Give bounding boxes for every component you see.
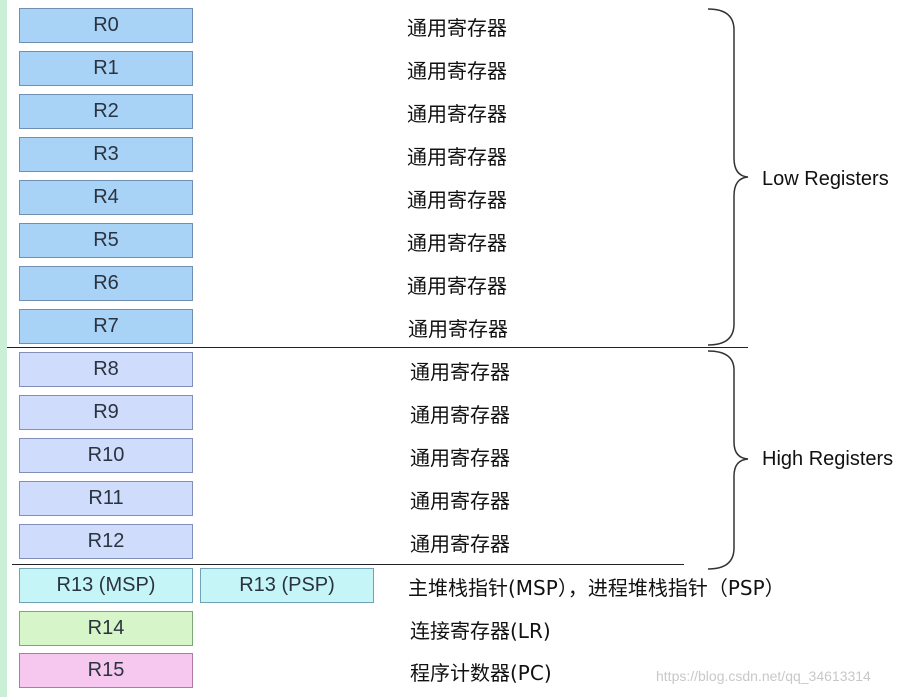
register-r1: R1 — [19, 51, 193, 86]
register-description: 通用寄存器 — [408, 317, 508, 341]
register-description: 通用寄存器 — [407, 188, 507, 212]
program-counter-description: 程序计数器(PC) — [410, 661, 552, 685]
link-register-description: 连接寄存器(LR) — [410, 619, 551, 643]
register-r4: R4 — [19, 180, 193, 215]
register-r9: R9 — [19, 395, 193, 430]
high-special-divider — [12, 564, 684, 565]
register-r10: R10 — [19, 438, 193, 473]
register-description: 通用寄存器 — [410, 403, 510, 427]
register-r11: R11 — [19, 481, 193, 516]
low-high-divider — [7, 347, 748, 348]
register-r0: R0 — [19, 8, 193, 43]
low-registers-label: Low Registers — [762, 168, 889, 190]
register-r13-psp: R13 (PSP) — [200, 568, 374, 603]
register-description: 通用寄存器 — [410, 360, 510, 384]
watermark: https://blog.csdn.net/qq_34613314 — [656, 668, 871, 684]
register-description: 通用寄存器 — [410, 532, 510, 556]
register-r2: R2 — [19, 94, 193, 129]
register-description: 通用寄存器 — [410, 446, 510, 470]
register-r12: R12 — [19, 524, 193, 559]
register-description: 通用寄存器 — [407, 274, 507, 298]
register-r5: R5 — [19, 223, 193, 258]
register-description: 通用寄存器 — [407, 145, 507, 169]
register-r8: R8 — [19, 352, 193, 387]
register-description: 通用寄存器 — [407, 231, 507, 255]
high-registers-label: High Registers — [762, 448, 894, 470]
high-registers-brace — [707, 350, 749, 570]
register-r15: R15 — [19, 653, 193, 688]
register-description: 通用寄存器 — [410, 489, 510, 513]
low-registers-brace — [707, 8, 749, 346]
register-description: 通用寄存器 — [407, 16, 507, 40]
register-r14: R14 — [19, 611, 193, 646]
stack-pointer-description: 主堆栈指针(MSP），进程堆栈指针（PSP） — [408, 576, 785, 600]
register-r7: R7 — [19, 309, 193, 344]
left-accent-strip — [0, 0, 7, 697]
register-description: 通用寄存器 — [407, 102, 507, 126]
register-r6: R6 — [19, 266, 193, 301]
register-r3: R3 — [19, 137, 193, 172]
register-description: 通用寄存器 — [407, 59, 507, 83]
register-r13-msp: R13 (MSP) — [19, 568, 193, 603]
